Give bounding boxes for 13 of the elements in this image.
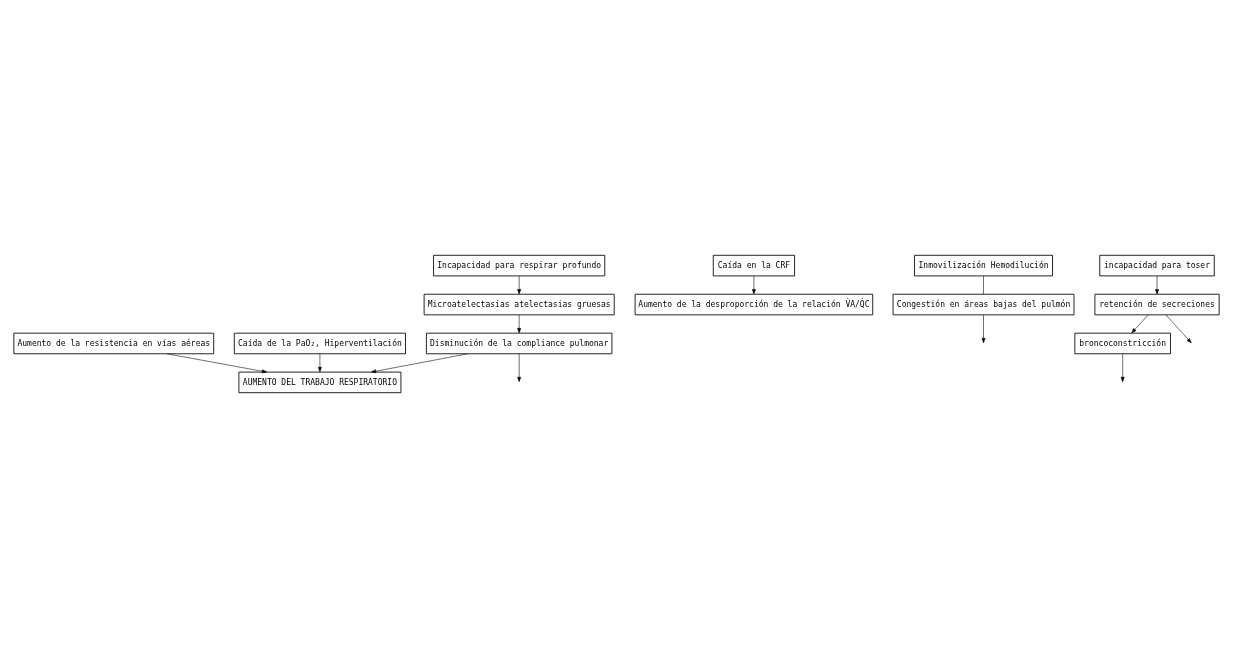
arrow <box>370 353 468 374</box>
arrow <box>517 353 522 383</box>
arrow <box>1155 275 1159 295</box>
arrow <box>1120 353 1125 383</box>
arrow <box>752 275 756 295</box>
arrow <box>981 314 986 344</box>
arrow <box>517 275 522 295</box>
connector <box>983 275 984 295</box>
arrow <box>1165 314 1192 344</box>
arrow <box>318 353 322 373</box>
arrow <box>166 353 268 374</box>
arrow <box>517 314 522 334</box>
arrow <box>1131 314 1149 334</box>
